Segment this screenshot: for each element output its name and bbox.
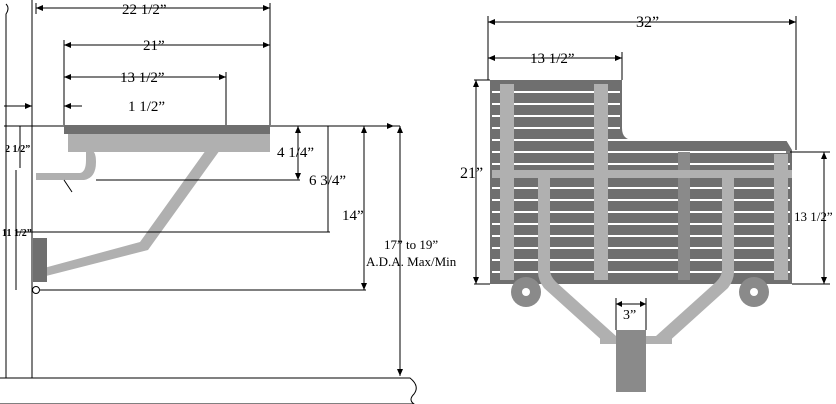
ada-note: A.D.A. Max/Min bbox=[366, 254, 457, 269]
wall bbox=[5, 0, 33, 378]
floor-post bbox=[616, 330, 646, 392]
dim-seat-width: 21” bbox=[143, 38, 165, 54]
dim-notch-width: 13 1/2” bbox=[530, 51, 575, 67]
dim-mount-height: 14” bbox=[342, 208, 364, 224]
side-view: 22 1/2” 21” 13 1/2” 1 1/2” 2 1/2” 4 1/4”… bbox=[0, 0, 457, 404]
diagonal-support bbox=[44, 150, 220, 276]
seat-top bbox=[64, 125, 270, 134]
rear-arm-tick bbox=[63, 179, 73, 193]
dim-overall-width-top: 32” bbox=[636, 14, 659, 31]
mount-disc-left-bolt bbox=[522, 288, 530, 296]
side-dim-lines bbox=[4, 3, 401, 376]
side-arrowheads bbox=[25, 5, 403, 376]
dim-seat-height: 17” to 19” bbox=[384, 237, 438, 252]
top-view: 32” 13 1/2” 21” 13 1/2” 3” bbox=[460, 14, 833, 392]
floor bbox=[0, 377, 417, 404]
dim-post-width: 3” bbox=[623, 308, 636, 323]
dim-thickness: 2 1/2” bbox=[5, 144, 30, 155]
pivot-icon bbox=[32, 286, 40, 294]
rear-arm bbox=[36, 150, 96, 180]
dim-to-support: 13 1/2” bbox=[120, 70, 165, 86]
dim-inset: 1 1/2” bbox=[128, 99, 165, 115]
frame-leg-right bbox=[656, 170, 734, 344]
dim-arm-drop: 4 1/4” bbox=[277, 145, 314, 161]
dim-support-drop: 6 3/4” bbox=[309, 173, 346, 189]
crossbar-center bbox=[678, 152, 690, 280]
seat-frame bbox=[68, 134, 270, 152]
dim-depth: 21” bbox=[460, 165, 483, 182]
dim-overall-width: 22 1/2” bbox=[122, 2, 167, 18]
crossbar-mid bbox=[594, 84, 608, 280]
dim-bracket: 11 1/2” bbox=[2, 228, 32, 239]
mount-disc-right-bolt bbox=[750, 288, 758, 296]
crossbar-right bbox=[774, 154, 788, 280]
top-dim-lines bbox=[474, 16, 830, 330]
wall-bracket bbox=[33, 238, 47, 282]
frame-rail bbox=[492, 170, 792, 178]
crossbar-left bbox=[500, 84, 514, 280]
dim-notch-depth: 13 1/2” bbox=[794, 209, 833, 224]
seat-outline bbox=[490, 80, 792, 284]
top-arrowheads bbox=[473, 19, 827, 307]
frame-leg-left bbox=[538, 170, 616, 344]
